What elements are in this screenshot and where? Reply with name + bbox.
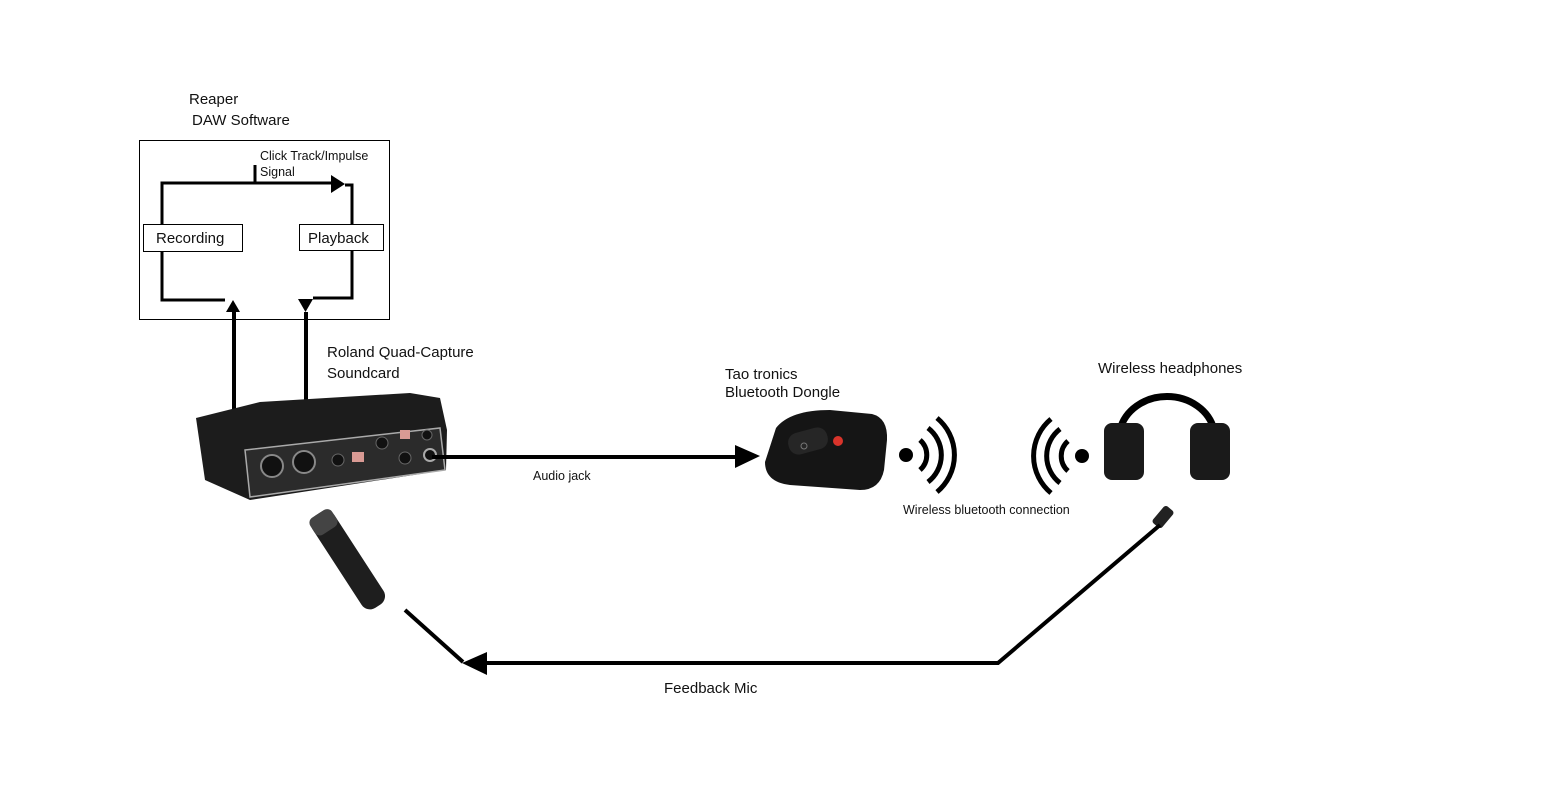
headphones-icon: [1104, 393, 1230, 480]
recording-label: Recording: [156, 230, 224, 247]
mic-cable: [403, 608, 465, 664]
daw-loop: [160, 165, 354, 312]
daw-title-line2: DAW Software: [192, 112, 290, 129]
feedback-cable: [487, 523, 1162, 665]
arrow-right-icon: [331, 175, 345, 193]
dongle-label-line2: Bluetooth Dongle: [725, 384, 840, 401]
dongle-label-line1: Tao tronics: [725, 366, 798, 383]
playback-label: Playback: [308, 230, 369, 247]
arrow-right-icon: [735, 445, 760, 468]
measurement-mic: [309, 509, 386, 610]
signal-label-line2: Signal: [260, 165, 295, 179]
daw-title-line1: Reaper: [189, 91, 238, 108]
soundcard-label-line1: Roland Quad-Capture: [327, 344, 474, 361]
signal-label-line1: Click Track/Impulse: [260, 149, 368, 163]
wireless-connection-label: Wireless bluetooth connection: [903, 503, 1070, 517]
soundcard-label-line2: Soundcard: [327, 365, 400, 382]
wireless-signal-icon: [1031, 417, 1089, 495]
bluetooth-dongle: [765, 410, 888, 490]
feedback-mic-label: Feedback Mic: [664, 680, 758, 697]
playback-box: [299, 224, 384, 251]
headphones-label: Wireless headphones: [1098, 360, 1242, 377]
headphone-mic: [1152, 505, 1174, 529]
arrow-left-icon: [462, 652, 487, 675]
soundcard-device: [196, 393, 447, 500]
arrow-down-icon: [298, 299, 313, 312]
arrow-up-icon: [226, 300, 240, 312]
audio-jack-label: Audio jack: [533, 469, 591, 483]
recording-box: [143, 224, 243, 252]
wireless-signal-icon: [899, 416, 957, 494]
